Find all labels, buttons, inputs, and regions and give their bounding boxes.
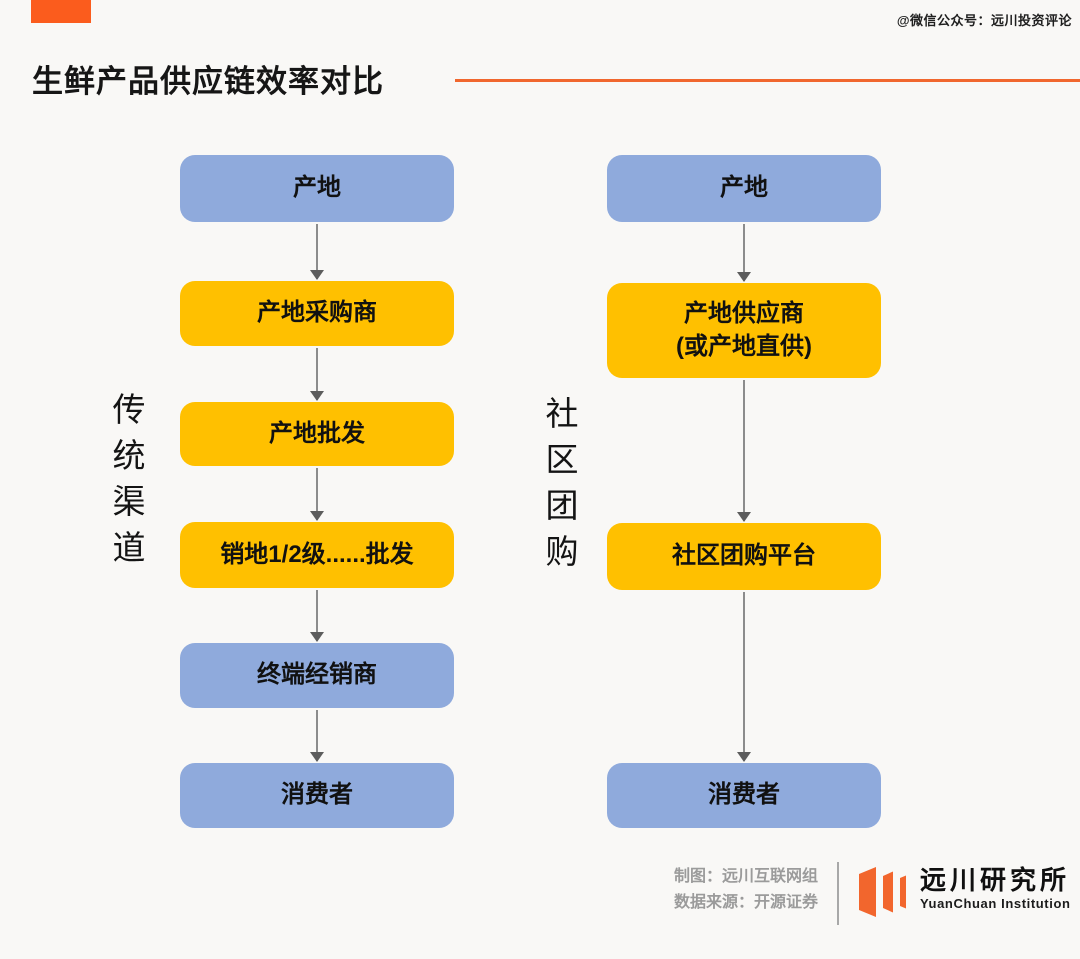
flow-node-sales-wholesale: 销地1/2级......批发: [180, 522, 454, 588]
logo-name-en: YuanChuan Institution: [920, 896, 1071, 911]
flow-node-consumer-left: 消费者: [180, 763, 454, 828]
flow-arrow: [310, 468, 324, 521]
flow-arrow: [310, 348, 324, 401]
wechat-watermark-text: @微信公众号：远川投资评论: [896, 13, 1072, 28]
flow-node-origin-supplier: 产地供应商 (或产地直供): [607, 283, 881, 378]
flow-node-consumer-right: 消费者: [607, 763, 881, 828]
title-accent-line: [455, 79, 1080, 82]
logo-name-cn: 远川研究所: [920, 865, 1071, 895]
flow-node-origin-wholesale: 产地批发: [180, 402, 454, 466]
flow-node-origin-purchaser: 产地采购商: [180, 281, 454, 346]
flow-arrow: [310, 590, 324, 642]
flow-arrow: [310, 710, 324, 762]
footer-divider: [837, 862, 839, 925]
flow-arrow: [737, 592, 751, 762]
flow-arrow: [310, 224, 324, 280]
flow-arrow: [737, 224, 751, 282]
brand-accent-rect: [31, 0, 91, 23]
yuanchuan-logo: 远川研究所 YuanChuan Institution: [859, 866, 1071, 917]
credit-maker: 制图：远川互联网组: [673, 868, 818, 885]
yuanchuan-logo-text: 远川研究所 YuanChuan Institution: [920, 866, 1071, 911]
flow-node-origin-left: 产地: [180, 155, 454, 222]
yuanchuan-logo-icon: [859, 867, 906, 917]
label-community-group-buying: 社区团购: [541, 396, 578, 580]
flow-node-terminal-dealer: 终端经销商: [180, 643, 454, 708]
flow-node-origin-right: 产地: [607, 155, 881, 222]
credit-data-source: 数据来源：开源证券: [673, 894, 818, 911]
flow-arrow: [737, 380, 751, 522]
label-traditional-channel: 传统渠道: [108, 392, 145, 576]
flow-node-group-buy-platform: 社区团购平台: [607, 523, 881, 590]
page-title: 生鲜产品供应链效率对比: [32, 64, 384, 99]
footer-credits: 制图：远川互联网组 数据来源：开源证券: [674, 864, 818, 916]
